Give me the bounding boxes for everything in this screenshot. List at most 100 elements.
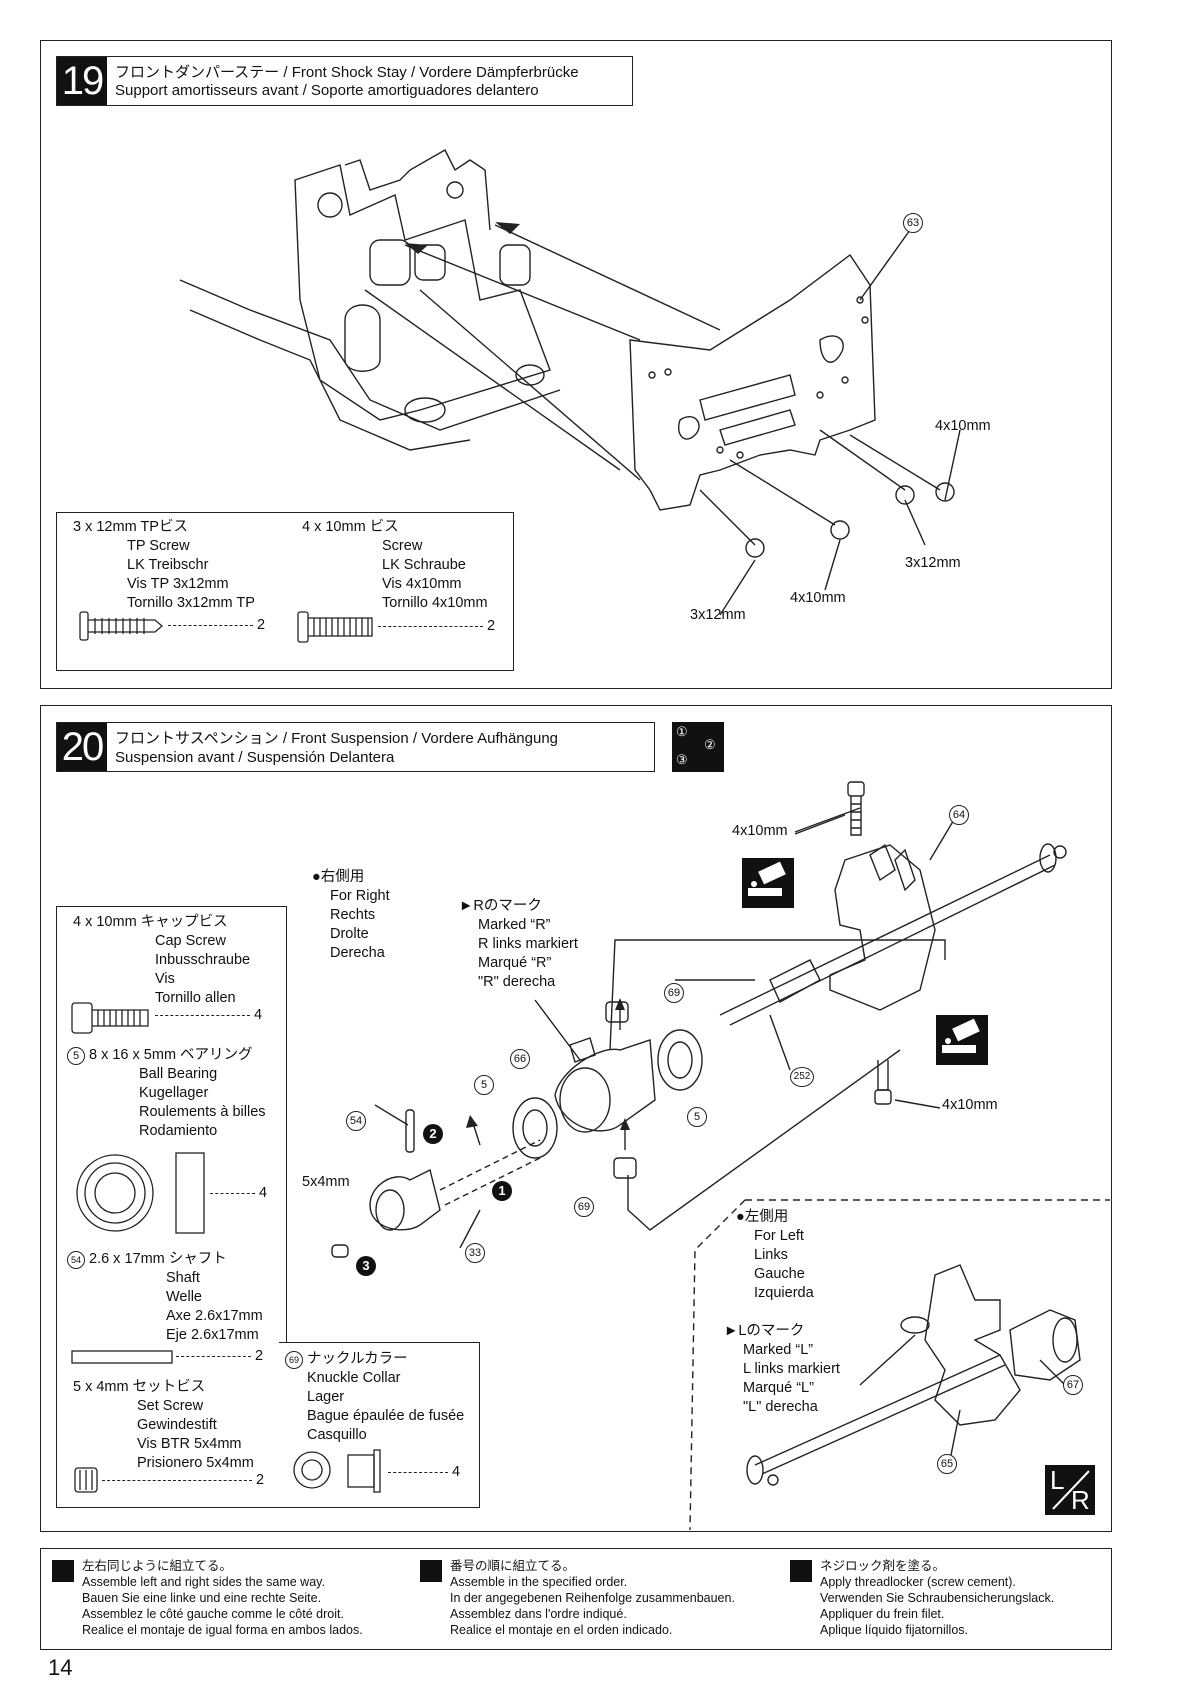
left-right-icon-small <box>52 1560 74 1582</box>
order-sequence-icon: ① ② ③ <box>672 722 724 772</box>
set-screw-es: Prisionero 5x4mm <box>137 1455 254 1471</box>
step-20-parts-box <box>56 906 287 1508</box>
step-marker-3: 3 <box>356 1256 376 1276</box>
shaft-qty: 2 <box>176 1348 263 1364</box>
for-left-de: Links <box>754 1247 788 1263</box>
label-5x4: 5x4mm <box>302 1174 350 1190</box>
marked-r-fr: Marqué “R” <box>478 955 552 971</box>
page-number: 14 <box>48 1655 73 1680</box>
marked-l-en: Marked “L” <box>743 1342 814 1358</box>
screw-3x12-title: 3 x 12mm TPビス <box>73 519 188 535</box>
collar-qty: 4 <box>388 1464 460 1480</box>
for-right-de: Rechts <box>330 907 376 923</box>
marked-l-es: "L" derecha <box>743 1399 818 1415</box>
part-callout-69-bottom: 69 <box>574 1197 594 1217</box>
step-marker-1: 1 <box>492 1181 512 1201</box>
step-19-header: 19 フロントダンパーステー / Front Shock Stay / Vord… <box>56 56 633 106</box>
cap-screw-en: Cap Screw <box>155 933 226 949</box>
label-4x10-top: 4x10mm <box>732 823 788 839</box>
screw-4x10-fr: Vis 4x10mm <box>382 576 462 592</box>
shaft-de: Welle <box>166 1289 202 1305</box>
screw-4x10-qty: 2 <box>378 618 495 634</box>
bearing-title: 8 x 16 x 5mm ベアリング <box>89 1047 253 1063</box>
collar-fr: Bague épaulée de fusée <box>307 1408 465 1424</box>
screw-4x10-en: Screw <box>382 538 423 554</box>
cap-screw-es: Tornillo allen <box>155 990 236 1006</box>
collar-num: 69 <box>285 1351 303 1369</box>
marked-r-en: Marked “R” <box>478 917 551 933</box>
label-4x10-right: 4x10mm <box>942 1097 998 1113</box>
screw-4x10-title: 4 x 10mm ビス <box>302 519 399 535</box>
step-19-title-1: フロントダンパーステー / Front Shock Stay / Vordere… <box>115 64 579 81</box>
legend-left-right: 左右同じように組立てる。Assemble left and right side… <box>52 1558 412 1638</box>
screw-4x10-es: Tornillo 4x10mm <box>382 595 488 611</box>
step-20-number: 20 <box>57 723 107 771</box>
shaft-es: Eje 2.6x17mm <box>166 1327 259 1343</box>
part-callout-63: 63 <box>903 213 923 233</box>
step-19-parts-box <box>56 512 514 671</box>
bearing-de: Kugellager <box>139 1085 209 1101</box>
label-3x12-left: 3x12mm <box>690 607 746 623</box>
label-4x10-mid: 4x10mm <box>790 590 846 606</box>
collar-de: Lager <box>307 1389 345 1405</box>
screw-3x12-es: Tornillo 3x12mm TP <box>127 595 255 611</box>
set-screw-fr: Vis BTR 5x4mm <box>137 1436 242 1452</box>
for-left-en: For Left <box>754 1228 804 1244</box>
legend-order: 番号の順に組立てる。Assemble in the specified orde… <box>420 1558 780 1638</box>
part-callout-33: 33 <box>465 1243 485 1263</box>
cap-screw-qty: 4 <box>155 1007 262 1023</box>
marked-l-jp: ►Lのマーク <box>724 1323 805 1339</box>
legend-footer <box>40 1548 1112 1650</box>
part-callout-65: 65 <box>937 1454 957 1474</box>
step-20-title-2: Suspension avant / Suspensión Delantera <box>115 749 395 766</box>
bearing-en: Ball Bearing <box>139 1066 218 1082</box>
screw-3x12-de: LK Treibschr <box>127 557 209 573</box>
for-right-jp: ●右側用 <box>312 869 365 885</box>
cap-screw-title: 4 x 10mm キャップビス <box>73 914 228 930</box>
for-left-jp: ●左側用 <box>736 1209 789 1225</box>
for-left-es: Izquierda <box>754 1285 814 1301</box>
collar-title: ナックルカラー <box>307 1351 408 1367</box>
set-screw-title: 5 x 4mm セットビス <box>73 1379 206 1395</box>
screw-4x10-de: LK Schraube <box>382 557 466 573</box>
cap-screw-fr: Vis <box>155 971 175 987</box>
shaft-en: Shaft <box>166 1270 200 1286</box>
for-right-en: For Right <box>330 888 390 904</box>
part-callout-69-top: 69 <box>664 983 684 1003</box>
screw-3x12-fr: Vis TP 3x12mm <box>127 576 229 592</box>
collar-es: Casquillo <box>307 1427 367 1443</box>
legend-threadlocker: ネジロック剤を塗る。Apply threadlocker (screw ceme… <box>790 1558 1100 1638</box>
for-right-es: Derecha <box>330 945 385 961</box>
shaft-fr: Axe 2.6x17mm <box>166 1308 263 1324</box>
bearing-fr: Roulements à billes <box>139 1104 266 1120</box>
bearing-qty: 4 <box>210 1185 267 1201</box>
part-callout-64: 64 <box>949 805 969 825</box>
marked-l-de: L links markiert <box>743 1361 840 1377</box>
cap-screw-de: Inbusschraube <box>155 952 251 968</box>
step-19-title-2: Support amortisseurs avant / Soporte amo… <box>115 82 539 99</box>
shaft-title: 2.6 x 17mm シャフト <box>89 1251 227 1267</box>
marked-l-fr: Marqué “L” <box>743 1380 814 1396</box>
part-callout-252: 252 <box>790 1067 814 1087</box>
step-marker-2: 2 <box>423 1124 443 1144</box>
step-20-title-1: フロントサスペンション / Front Suspension / Vordere… <box>115 730 559 747</box>
marked-r-de: R links markiert <box>478 936 578 952</box>
screw-3x12-qty: 2 <box>168 617 265 633</box>
collar-en: Knuckle Collar <box>307 1370 401 1386</box>
screw-3x12-en: TP Screw <box>127 538 190 554</box>
step-20-header: 20 フロントサスペンション / Front Suspension / Vord… <box>56 722 655 772</box>
set-screw-qty: 2 <box>102 1472 264 1488</box>
marked-r-jp: ►Rのマーク <box>459 898 542 914</box>
threadlocker-icon-2 <box>936 1015 988 1065</box>
set-screw-en: Set Screw <box>137 1398 204 1414</box>
bearing-num: 5 <box>67 1047 85 1065</box>
for-right-fr: Drolte <box>330 926 369 942</box>
set-screw-de: Gewindestift <box>137 1417 217 1433</box>
label-3x12-right: 3x12mm <box>905 555 961 571</box>
part-callout-5-right: 5 <box>687 1107 707 1127</box>
part-callout-5-left: 5 <box>474 1075 494 1095</box>
